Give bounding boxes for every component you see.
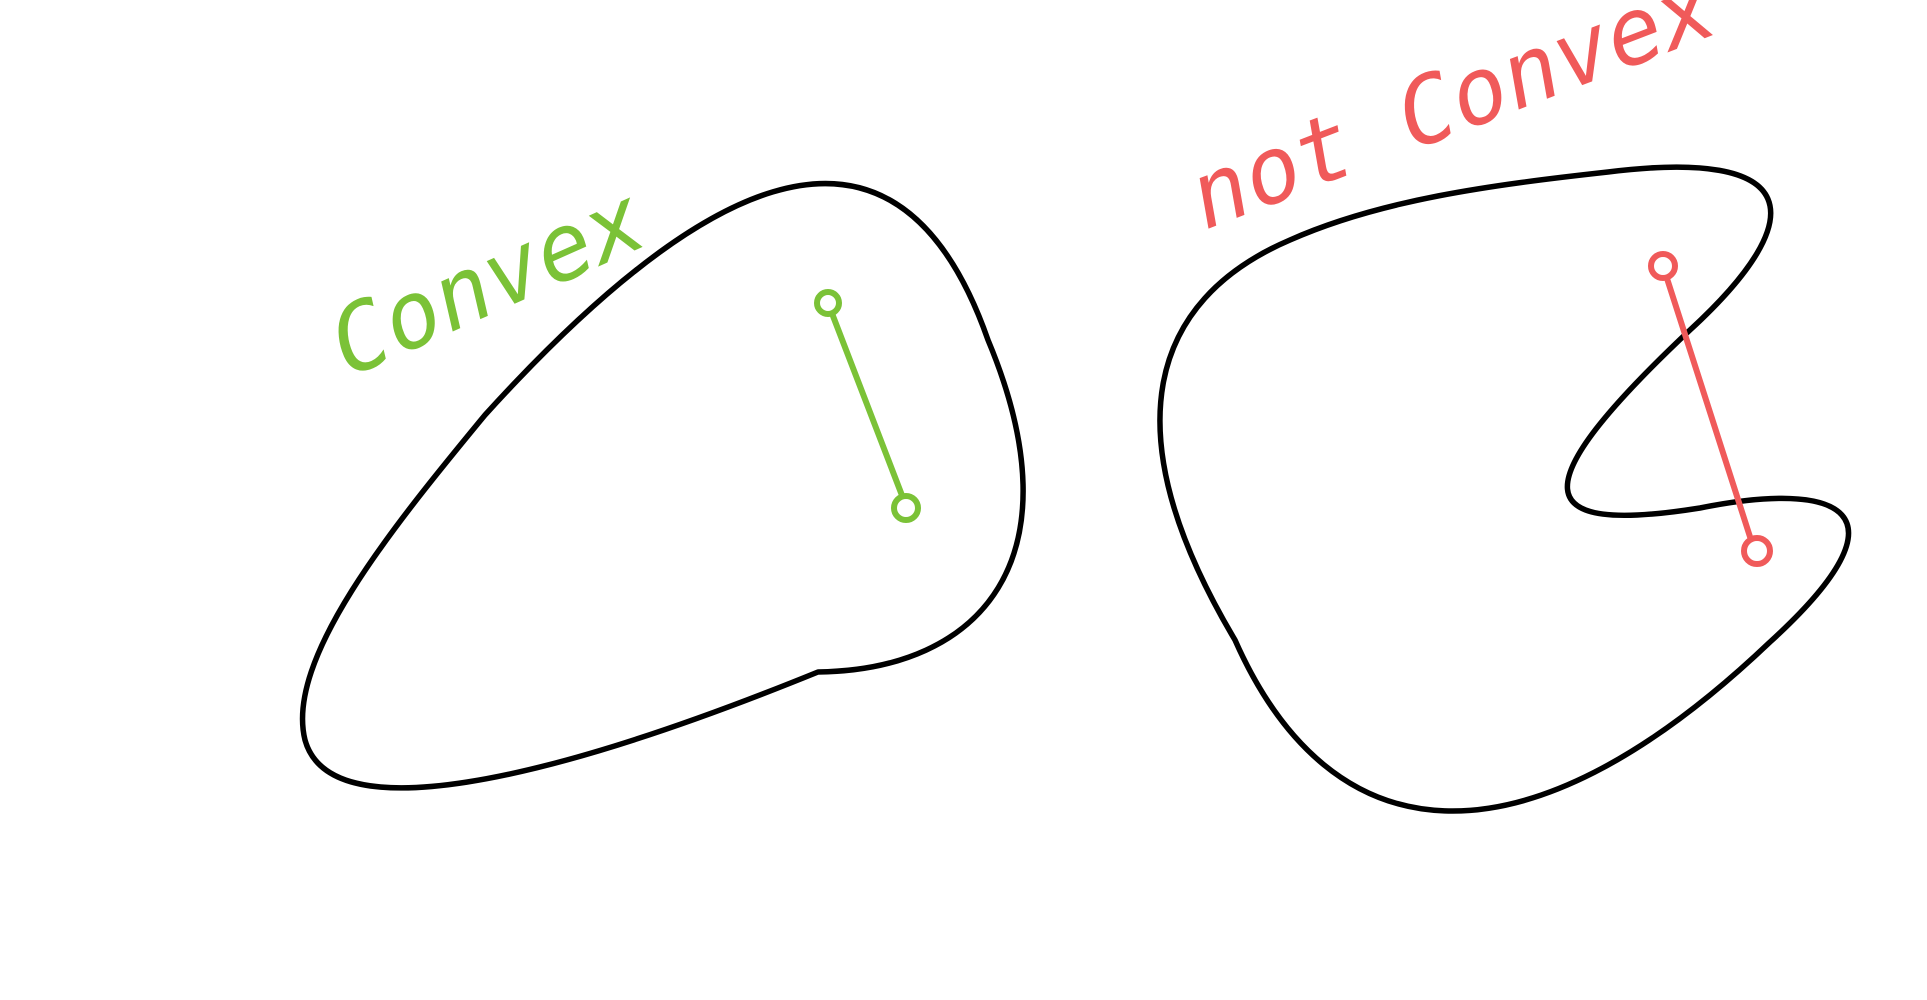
convex-example: Convex [299, 165, 1026, 791]
convex-label: Convex [313, 165, 660, 398]
not-convex-segment-end-point [1741, 535, 1773, 567]
not-convex-example: not Convex [1157, 0, 1852, 814]
convex-segment [825, 300, 906, 501]
not-convex-segment-start-point [1648, 251, 1678, 281]
convex-segment-end-point [891, 493, 921, 523]
not-convex-label: not Convex [1175, 0, 1730, 251]
non-convex-shape-outline [1157, 164, 1852, 814]
convex-segment-start-point [814, 289, 842, 317]
convex-shape-outline [299, 180, 1026, 791]
not-convex-segment [1660, 263, 1755, 546]
